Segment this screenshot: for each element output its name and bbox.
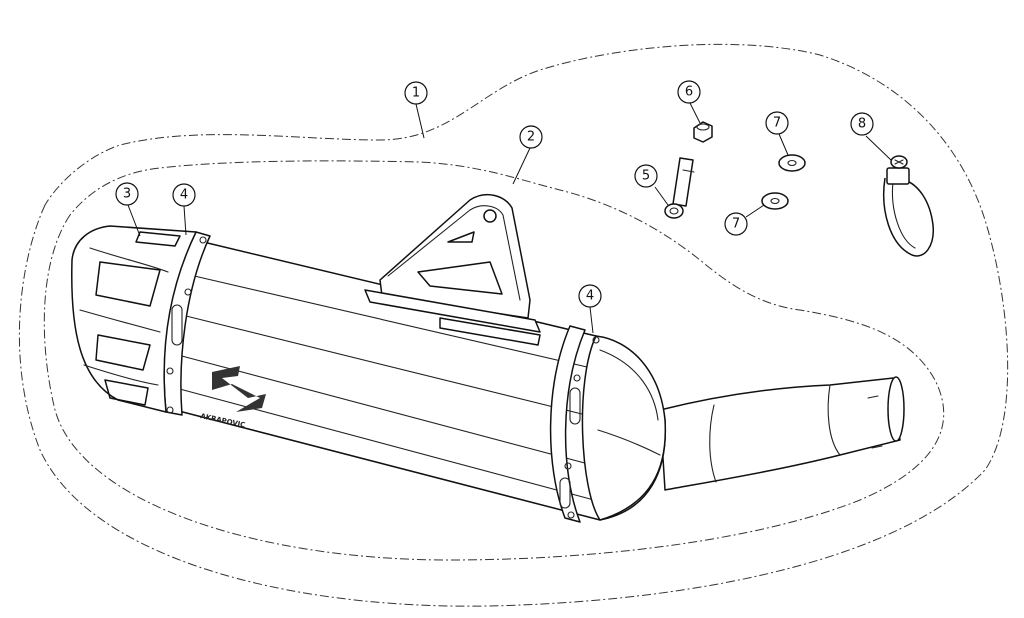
svg-text:1: 1 xyxy=(412,86,420,101)
callout-6: 6 xyxy=(677,80,701,104)
link-pipe xyxy=(659,376,905,491)
callout-2: 2 xyxy=(519,125,543,149)
bolt-part-5 xyxy=(664,157,695,219)
callout-7b: 7 xyxy=(724,212,748,236)
callout-4b: 4 xyxy=(578,284,602,308)
svg-text:5: 5 xyxy=(642,169,650,184)
svg-text:7: 7 xyxy=(732,217,740,232)
assembly-2-boundary xyxy=(43,160,945,561)
svg-text:7: 7 xyxy=(773,116,781,131)
callout-3: 3 xyxy=(115,182,139,206)
callout-8: 8 xyxy=(850,112,874,136)
callout-5: 5 xyxy=(634,164,658,188)
svg-text:4: 4 xyxy=(586,289,594,304)
callout-7a: 7 xyxy=(765,111,789,135)
svg-text:3: 3 xyxy=(123,187,131,202)
mounting-bracket xyxy=(364,193,541,346)
svg-text:4: 4 xyxy=(180,188,188,203)
callout-4a: 4 xyxy=(172,183,196,207)
svg-text:6: 6 xyxy=(685,85,693,100)
assembly-1-boundary xyxy=(18,43,1009,607)
leader-lines xyxy=(127,102,892,334)
callout-1: 1 xyxy=(404,81,428,105)
washer-part-7-lower xyxy=(761,192,789,210)
clamp-part-8 xyxy=(883,155,934,257)
washer-part-7-upper xyxy=(778,154,806,172)
svg-text:8: 8 xyxy=(858,117,866,132)
nut-part-6 xyxy=(693,121,713,143)
silencer-body xyxy=(71,225,667,523)
svg-text:2: 2 xyxy=(527,130,535,145)
